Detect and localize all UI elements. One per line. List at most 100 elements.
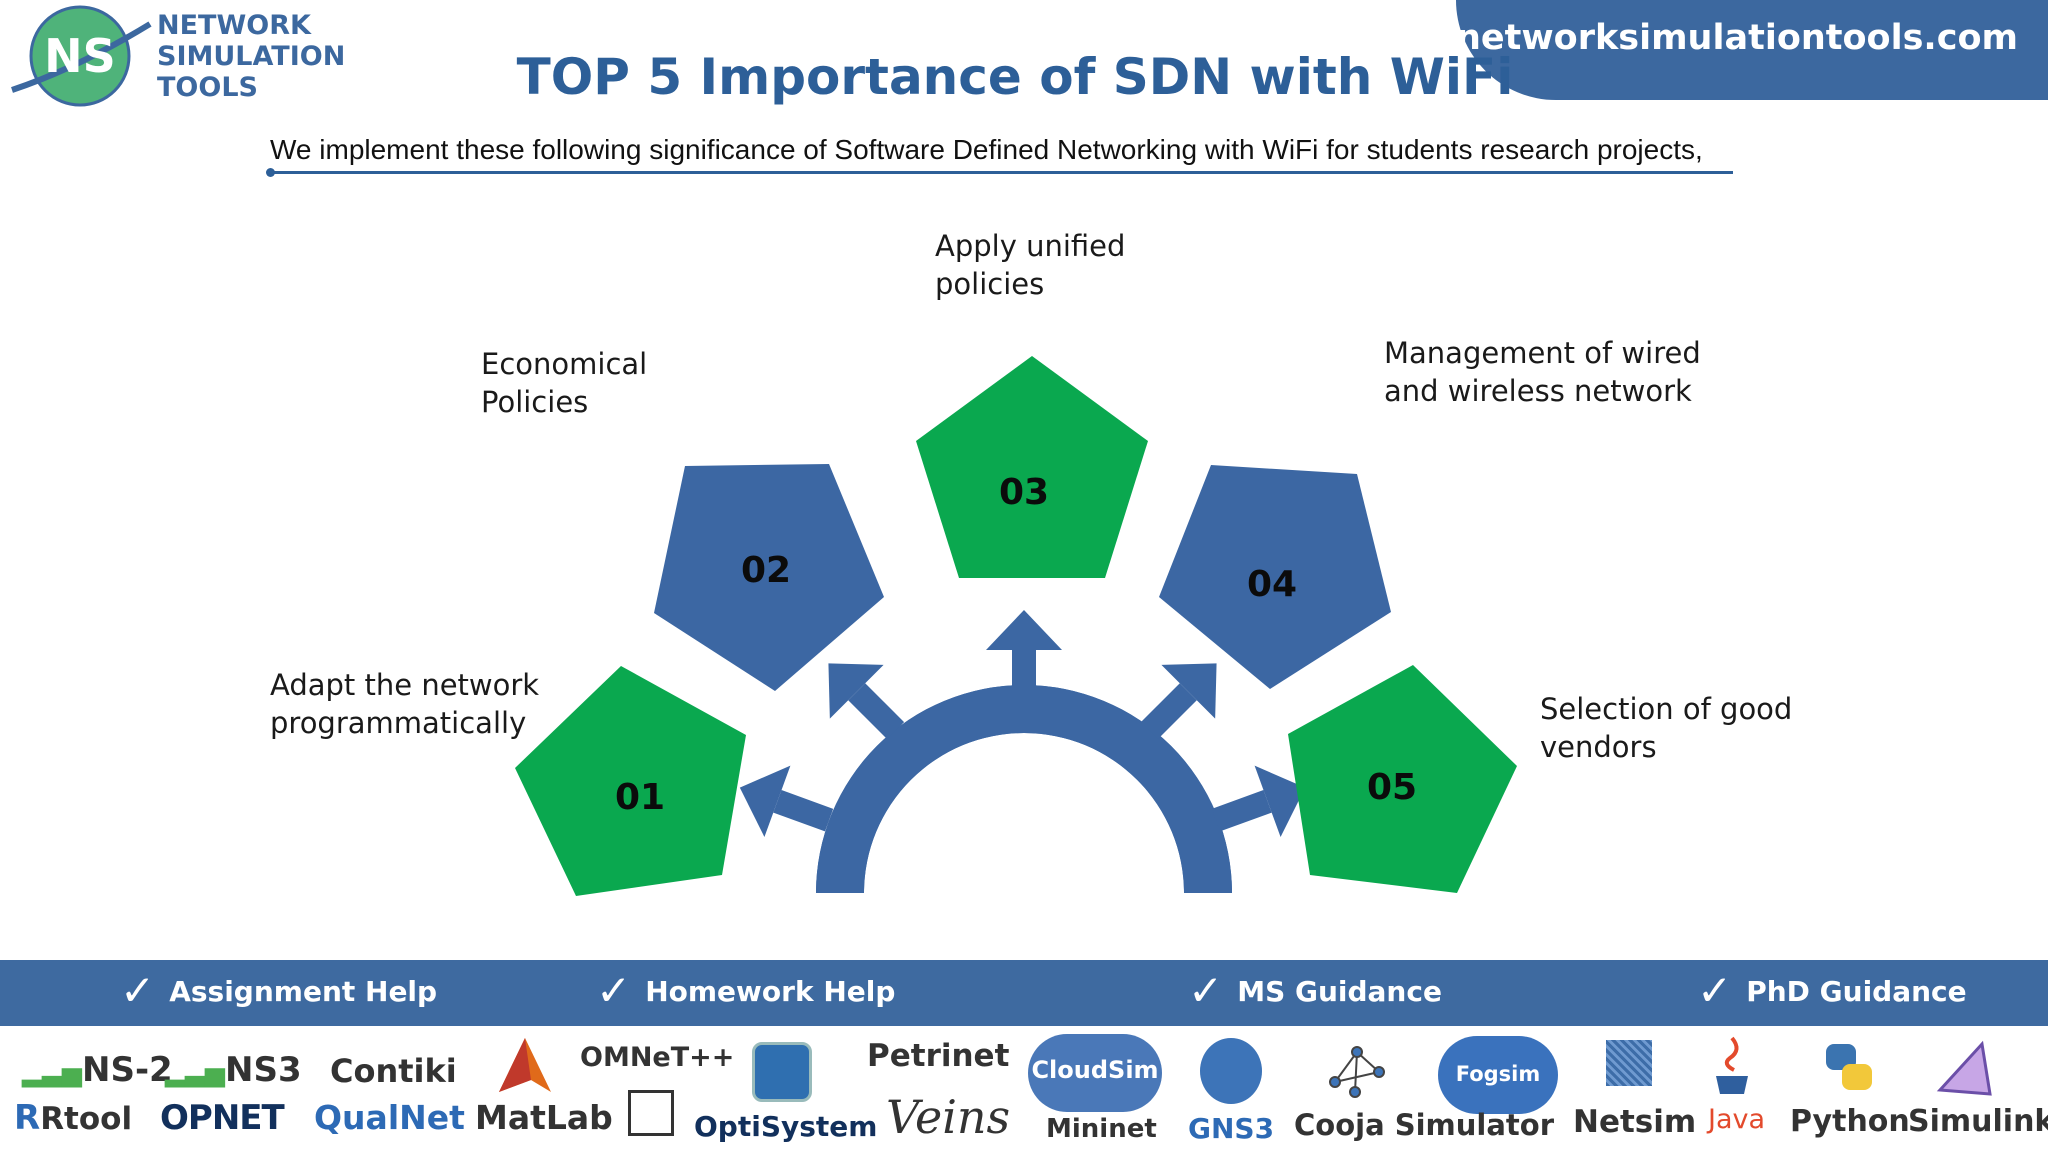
tool-netsim: Netsim xyxy=(1573,1104,1697,1140)
logo-initials: NS xyxy=(44,29,116,83)
matlab-icon xyxy=(497,1036,553,1096)
tool-matlab: MatLab xyxy=(475,1098,613,1137)
tool-contiki: Contiki xyxy=(330,1052,457,1090)
logo-line-3: TOOLS xyxy=(157,72,258,103)
item-04-label-line-1: Management of wired xyxy=(1384,336,1701,370)
netsim-icon xyxy=(1606,1040,1652,1086)
item-02-label-line-1: Economical xyxy=(481,347,648,381)
pentagon-01-number: 01 xyxy=(615,777,665,818)
website-link[interactable]: networksimulationtools.com xyxy=(1455,18,2018,58)
pentagon-05: 05 xyxy=(1288,665,1517,893)
tool-ns3: ▂▃▅NS3 xyxy=(165,1050,302,1090)
tool-petrinet: Petrinet xyxy=(867,1038,1010,1074)
tool-java: Java xyxy=(1708,1104,1766,1135)
pentagon-05-number: 05 xyxy=(1367,767,1417,808)
tool-ns3-label: NS3 xyxy=(225,1050,302,1090)
r-logo-icon: R xyxy=(14,1098,41,1138)
tool-qualnet: QualNet xyxy=(314,1098,465,1137)
pentagon-04-shape xyxy=(1159,465,1391,689)
logo-line-2: SIMULATION xyxy=(157,41,346,72)
pentagon-04-number: 04 xyxy=(1247,564,1297,605)
service-phd-guidance[interactable]: ✓ PhD Guidance xyxy=(1697,970,1967,1012)
service-assignment-help[interactable]: ✓ Assignment Help xyxy=(120,970,437,1012)
item-03-label: Apply unified policies xyxy=(935,227,1125,303)
service-homework-help[interactable]: ✓ Homework Help xyxy=(596,970,895,1012)
item-04-label-line-2: and wireless network xyxy=(1384,374,1692,408)
signal-bars-icon: ▂▃▅ xyxy=(22,1058,82,1088)
checkmark-icon: ✓ xyxy=(120,966,156,1015)
service-label: Assignment Help xyxy=(169,974,438,1008)
subtitle-bullet-dot xyxy=(266,168,275,177)
item-03-label-line-1: Apply unified xyxy=(935,229,1126,263)
checkmark-icon: ✓ xyxy=(1188,966,1224,1015)
arrow-up-icon xyxy=(986,610,1062,705)
logo-wordmark: NETWORK SIMULATION TOOLS xyxy=(157,10,345,103)
arrow-left-icon xyxy=(739,765,834,838)
item-05-label: Selection of good vendors xyxy=(1540,690,1792,766)
sdn-importance-diagram: 01 02 03 04 05 xyxy=(515,356,1517,896)
tool-cooja-simulator: Cooja Simulator xyxy=(1294,1108,1555,1142)
service-label: MS Guidance xyxy=(1237,974,1442,1008)
draw-tool-icon xyxy=(628,1090,674,1136)
item-01-label-line-1: Adapt the network xyxy=(270,668,540,702)
page-title: TOP 5 Importance of SDN with WiFi xyxy=(0,48,2048,106)
item-02-label: Economical Policies xyxy=(481,345,647,421)
hub-arrows xyxy=(739,610,1306,838)
pentagon-03-number: 03 xyxy=(999,472,1049,513)
item-05-label-line-1: Selection of good xyxy=(1540,692,1793,726)
arrow-upper-left-icon xyxy=(828,663,905,740)
tool-opnet: OPNET xyxy=(160,1098,285,1138)
arrow-right-icon xyxy=(1211,765,1306,838)
service-label: Homework Help xyxy=(645,974,896,1008)
gns3-chameleon-icon xyxy=(1200,1038,1262,1104)
tool-ns2-label: NS-2 xyxy=(82,1050,173,1090)
website-banner xyxy=(1456,0,2048,100)
simulink-icon xyxy=(1932,1040,1996,1100)
pentagon-01-shape xyxy=(515,666,746,896)
item-02-label-line-2: Policies xyxy=(481,385,589,419)
pentagon-05-shape xyxy=(1288,665,1517,893)
tool-omnetpp: OMNeT++ xyxy=(580,1042,735,1073)
tool-simulink: Simulink xyxy=(1908,1104,2048,1139)
tool-rtool-label: Rtool xyxy=(40,1101,133,1137)
tool-ns2: ▂▃▅NS-2 xyxy=(22,1050,173,1090)
python-logo-icon xyxy=(1822,1040,1876,1094)
ns-logo-icon: NS xyxy=(11,5,152,107)
pentagon-02-number: 02 xyxy=(741,550,791,591)
page-subtitle: We implement these following significanc… xyxy=(270,134,1703,165)
checkmark-icon: ✓ xyxy=(1697,966,1733,1015)
service-label: PhD Guidance xyxy=(1746,974,1967,1008)
pentagon-02: 02 xyxy=(654,464,884,691)
tool-cloudsim: CloudSim xyxy=(1031,1056,1159,1084)
service-ms-guidance[interactable]: ✓ MS Guidance xyxy=(1188,970,1442,1012)
subtitle-underline xyxy=(270,171,1733,174)
item-01-label: Adapt the network programmatically xyxy=(270,666,539,742)
cooja-network-icon xyxy=(1325,1042,1389,1100)
tool-mininet: Mininet xyxy=(1046,1114,1157,1144)
item-05-label-line-2: vendors xyxy=(1540,730,1657,764)
pentagon-02-shape xyxy=(654,464,884,691)
pentagon-01: 01 xyxy=(515,666,746,896)
item-01-label-line-2: programmatically xyxy=(270,706,527,740)
java-cup-icon xyxy=(1712,1036,1752,1100)
pentagon-03-shape xyxy=(916,356,1148,578)
checkmark-icon: ✓ xyxy=(596,966,632,1015)
item-04-label: Management of wired and wireless network xyxy=(1384,334,1701,410)
tool-fogsim: Fogsim xyxy=(1455,1062,1541,1086)
tool-gns3: GNS3 xyxy=(1188,1112,1275,1145)
tools-strip xyxy=(0,1026,2048,1152)
hub-arc-band xyxy=(816,685,1232,893)
services-band xyxy=(0,960,2048,1026)
pentagon-04: 04 xyxy=(1159,465,1391,689)
fogsim-cloud-icon: Fogsim xyxy=(1438,1036,1558,1114)
optisystem-icon xyxy=(752,1042,812,1102)
tool-python: Python xyxy=(1790,1104,1910,1139)
signal-bars-icon: ▂▃▅ xyxy=(165,1058,225,1088)
logo-line-1: NETWORK xyxy=(157,10,311,41)
arrow-upper-right-icon xyxy=(1140,663,1217,740)
pentagon-03: 03 xyxy=(916,356,1148,578)
page-title-text: TOP 5 Importance of SDN with WiFi xyxy=(516,48,1514,106)
tool-optisystem: OptiSystem xyxy=(694,1110,878,1143)
cloudsim-cloud-icon: CloudSim xyxy=(1028,1034,1162,1112)
item-03-label-line-2: policies xyxy=(935,267,1045,301)
